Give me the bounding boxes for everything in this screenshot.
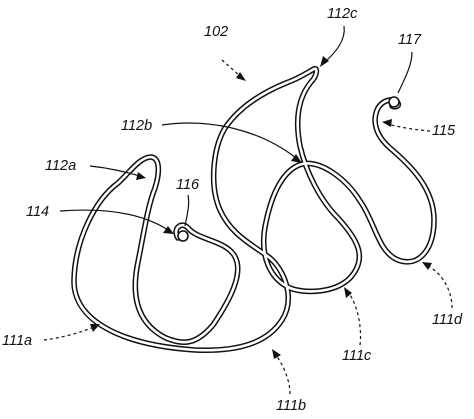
label-112a: 112a	[45, 158, 76, 174]
leader-102	[221, 59, 246, 81]
label-115: 115	[432, 123, 456, 139]
label-116: 116	[176, 177, 200, 193]
label-114: 114	[26, 204, 49, 220]
label-111a: 111a	[2, 333, 32, 349]
leader-115	[382, 119, 431, 132]
leader-112c	[320, 25, 345, 67]
terminal-loop-116	[177, 230, 189, 242]
label-112c: 112c	[327, 6, 358, 22]
label-111c: 111c	[342, 348, 372, 364]
leader-111b	[272, 349, 291, 395]
coil-wire-outline	[74, 69, 434, 351]
label-111d: 111d	[432, 312, 463, 328]
label-112b: 112b	[121, 118, 152, 134]
leader-112b	[161, 122, 302, 163]
leader-111d	[422, 262, 453, 309]
label-102: 102	[204, 24, 228, 40]
leader-112a	[89, 165, 146, 180]
leader-111a	[43, 324, 100, 341]
leader-116	[184, 194, 190, 227]
coil-wire-core	[72, 67, 436, 352]
leader-114	[59, 209, 174, 234]
label-111b: 111b	[276, 398, 306, 414]
label-117: 117	[398, 32, 422, 48]
leader-111c	[344, 287, 362, 346]
terminal-loop-117	[388, 96, 400, 108]
leader-117	[397, 51, 413, 94]
